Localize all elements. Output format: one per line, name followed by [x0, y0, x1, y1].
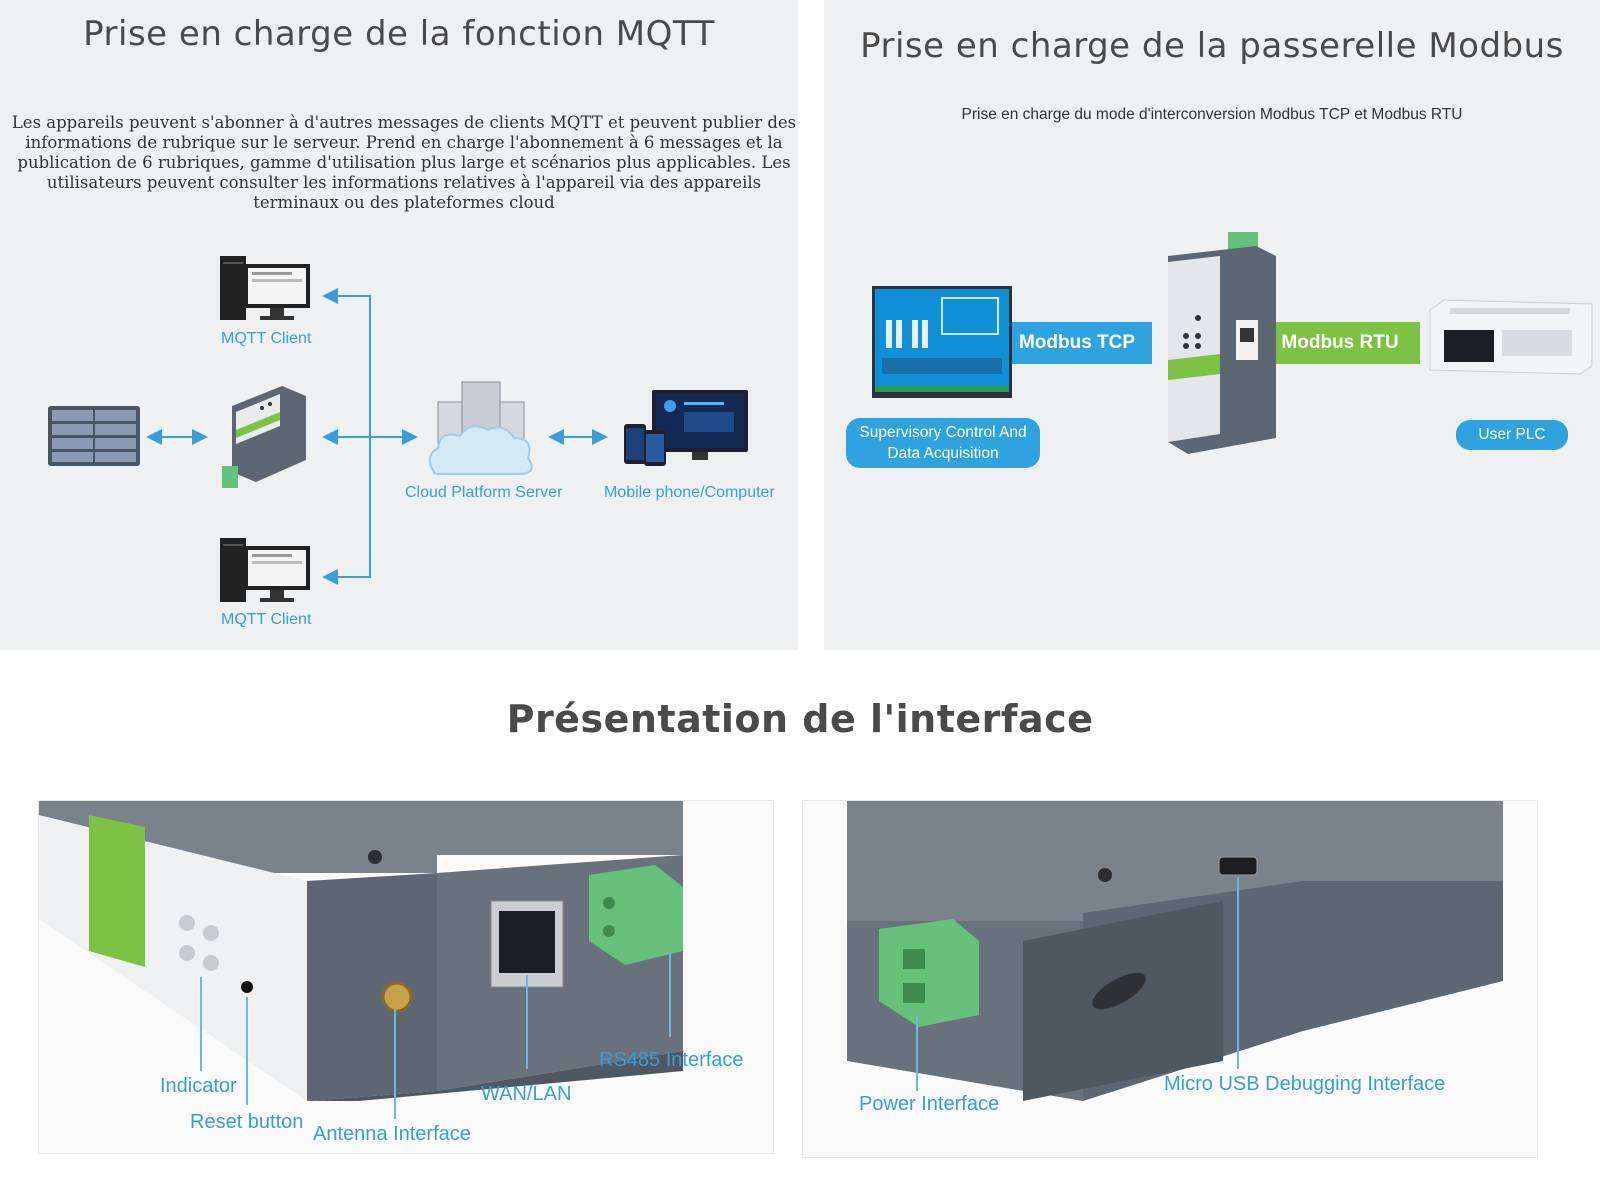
modbus-tcp-band: Modbus TCP — [1002, 322, 1152, 364]
mqtt-connector-lines — [146, 288, 608, 585]
mqtt-client-bottom-label: MQTT Client — [221, 611, 312, 628]
rs485-interface-label: RS485 Interface — [599, 1049, 744, 1071]
micro-usb-interface-label: Micro USB Debugging Interface — [1164, 1073, 1446, 1095]
interface-photo-left: Indicator Reset button Antenna Interface… — [38, 800, 774, 1154]
indicator-label: Indicator — [160, 1075, 237, 1097]
modbus-description: Prise en charge du mode d'interconversio… — [961, 106, 1463, 123]
reset-button-label: Reset button — [190, 1111, 304, 1133]
mobile-computer-icon — [624, 390, 748, 466]
interface-title: Présentation de l'interface — [506, 697, 1094, 741]
plc-device-icon — [1429, 299, 1593, 375]
mqtt-client-top-label: MQTT Client — [221, 330, 312, 347]
interface-photo-right: Power Interface Micro USB Debugging Inte… — [802, 800, 1538, 1158]
cloud-server-icon — [428, 381, 533, 475]
modbus-title: Prise en charge de la passerelle Modbus — [860, 26, 1564, 66]
wan-lan-label: WAN/LAN — [481, 1083, 572, 1105]
right-callout-lines — [916, 877, 1239, 1091]
converter-device-icon — [222, 386, 306, 488]
modbus-rtu-band: Modbus RTU — [1260, 322, 1420, 364]
mqtt-client-top-icon — [220, 256, 310, 320]
server-rack-icon — [48, 406, 140, 466]
mobile-computer-label: Mobile phone/Computer — [604, 484, 775, 501]
modbus-panel: Prise en charge de la passerelle Modbus … — [824, 0, 1600, 650]
antenna-interface-label: Antenna Interface — [313, 1123, 471, 1145]
device-front-illustration — [39, 801, 683, 1101]
power-interface-label: Power Interface — [859, 1093, 1000, 1115]
mqtt-description: Les appareils peuvent s'abonner à d'autr… — [11, 113, 797, 212]
cloud-server-label: Cloud Platform Server — [405, 484, 563, 501]
mqtt-client-bottom-icon — [220, 538, 310, 602]
scada-screen-icon — [872, 286, 1012, 398]
plc-label: User PLC — [1456, 420, 1568, 450]
scada-label: Supervisory Control And Data Acquisition — [846, 418, 1040, 468]
mqtt-panel: Prise en charge de la fonction MQTT Les … — [0, 0, 798, 650]
mqtt-title: Prise en charge de la fonction MQTT — [83, 14, 715, 54]
gateway-device-icon — [1168, 232, 1276, 454]
left-callout-lines — [200, 951, 671, 1119]
device-side-illustration — [847, 801, 1503, 1101]
